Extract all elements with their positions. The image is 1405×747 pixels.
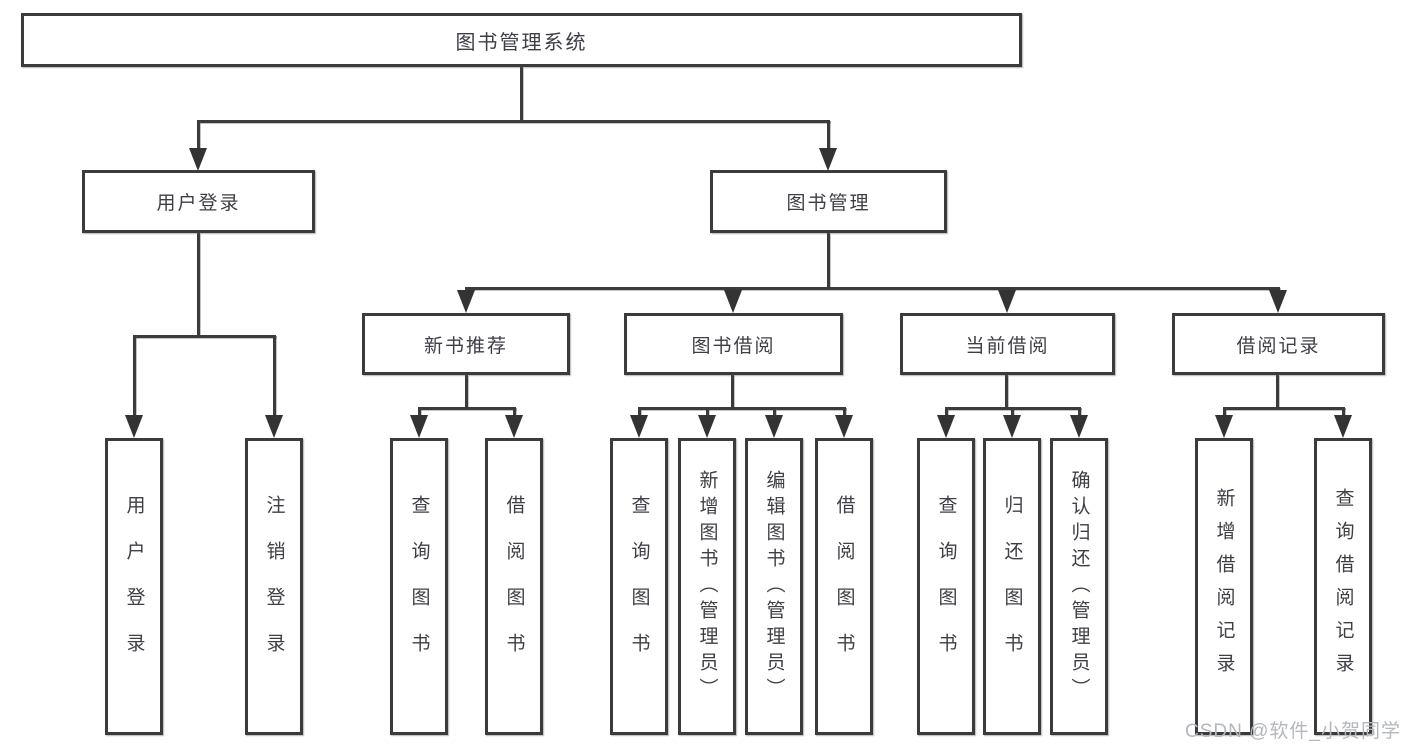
arrow-down-icon: [724, 290, 742, 313]
connector-book-borrow-rail: [638, 407, 846, 410]
leaf-user-login: 用户登录: [105, 438, 163, 735]
arrow-down-icon: [1070, 415, 1088, 438]
leaf-edit-books-admin: 编辑图书（管理员）: [745, 438, 803, 735]
leaf-confirm-return-admin: 确认归还（管理员）: [1050, 438, 1108, 735]
connector-drop-leaf: [638, 407, 641, 418]
arrow-down-icon: [457, 290, 475, 313]
connector-drop-leaf: [133, 335, 136, 418]
node-book-borrowing: 图书借阅: [624, 313, 843, 375]
node-current-borrowing: 当前借阅: [900, 313, 1115, 375]
node-borrowing-records: 借阅记录: [1172, 313, 1385, 375]
leaf-query-books: 查询图书: [610, 438, 668, 735]
connector-root-stem: [520, 67, 523, 122]
node-new-book-recommendation: 新书推荐: [362, 313, 570, 375]
arrow-down-icon: [410, 415, 428, 438]
connector-drop-leaf: [1342, 407, 1345, 418]
arrow-down-icon: [265, 415, 283, 438]
connector-user-login-rail: [133, 335, 276, 338]
leaf-query-borrow-record: 查询借阅记录: [1314, 438, 1372, 735]
connector-book-management-stem: [827, 233, 830, 289]
arrow-down-icon: [1215, 415, 1233, 438]
arrow-down-icon: [1003, 415, 1021, 438]
node-library-management-system: 图书管理系统: [21, 13, 1022, 67]
connector-drop-leaf: [1078, 407, 1081, 418]
connector-drop-leaf: [1011, 407, 1014, 418]
arrow-down-icon: [1334, 415, 1352, 438]
node-book-management: 图书管理: [710, 170, 947, 233]
arrow-down-icon: [937, 415, 955, 438]
connector-book-management-rail: [465, 287, 1280, 290]
connector-borrow-record-rail: [1223, 407, 1345, 410]
leaf-logout: 注销登录: [245, 438, 303, 735]
connector-new-book-stem: [465, 375, 468, 409]
arrow-down-icon: [835, 415, 853, 438]
arrow-down-icon: [765, 415, 783, 438]
connector-root-rail: [197, 120, 830, 123]
arrow-down-icon: [819, 148, 837, 171]
connector-drop-leaf: [418, 407, 421, 418]
leaf-borrow-books: 借阅图书: [815, 438, 873, 735]
connector-current-borrow-stem: [1005, 375, 1008, 409]
connector-drop-user-login: [197, 120, 200, 150]
connector-drop-leaf: [843, 407, 846, 418]
leaf-borrow-books: 借阅图书: [485, 438, 543, 735]
connector-drop-book-management: [827, 120, 830, 150]
arrow-down-icon: [998, 290, 1016, 313]
csdn-watermark: CSDN @软件_小贺同学: [1185, 721, 1401, 742]
arrow-down-icon: [1269, 290, 1287, 313]
connector-book-borrow-stem: [731, 375, 734, 409]
connector-drop-leaf: [773, 407, 776, 418]
arrow-down-icon: [125, 415, 143, 438]
arrow-down-icon: [505, 415, 523, 438]
connector-new-book-rail: [418, 407, 516, 410]
connector-borrow-record-stem: [1276, 375, 1279, 409]
leaf-query-books: 查询图书: [917, 438, 975, 735]
connector-drop-leaf: [273, 335, 276, 418]
arrow-down-icon: [630, 415, 648, 438]
leaf-add-borrow-record: 新增借阅记录: [1195, 438, 1253, 735]
connector-drop-leaf: [945, 407, 948, 418]
leaf-return-books: 归还图书: [983, 438, 1041, 735]
leaf-add-books-admin: 新增图书（管理员）: [678, 438, 736, 735]
arrow-down-icon: [698, 415, 716, 438]
connector-drop-leaf: [706, 407, 709, 418]
connector-drop-leaf: [513, 407, 516, 418]
node-user-login: 用户登录: [82, 170, 315, 233]
leaf-query-books: 查询图书: [390, 438, 448, 735]
arrow-down-icon: [189, 148, 207, 171]
connector-drop-leaf: [1223, 407, 1226, 418]
connector-user-login-stem: [197, 233, 200, 337]
